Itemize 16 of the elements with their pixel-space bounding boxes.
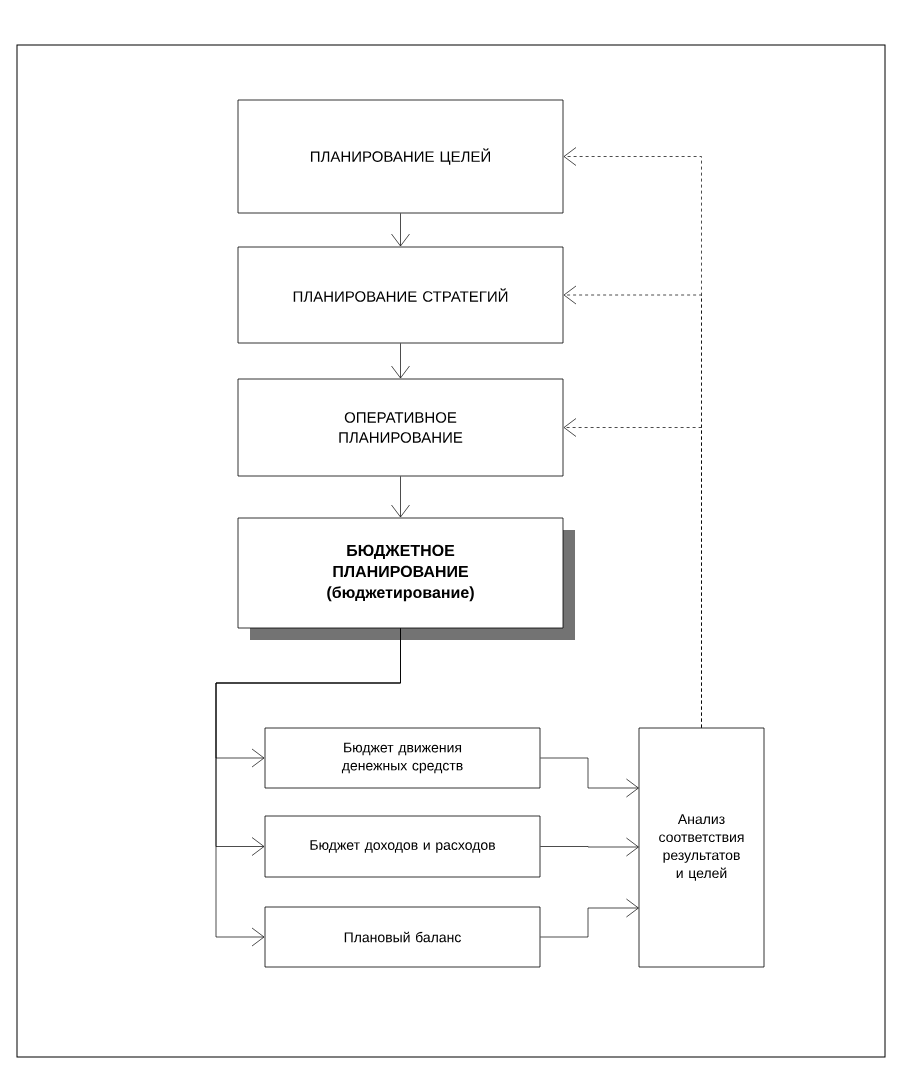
process-box: БЮДЖЕТНОЕ ПЛАНИРОВАНИЕ (бюджетирование) bbox=[237, 517, 575, 640]
arrow bbox=[540, 837, 639, 857]
arrow bbox=[215, 628, 401, 947]
process-box: ПЛАНИРОВАНИЕ ЦЕЛЕЙ bbox=[237, 99, 564, 214]
process-box: ПЛАНИРОВАНИЕ СТРАТЕГИЙ bbox=[237, 246, 564, 344]
arrow bbox=[563, 418, 702, 728]
arrow bbox=[540, 757, 639, 798]
process-box: Бюджет движения денежных средств bbox=[264, 727, 541, 789]
arrow bbox=[391, 343, 410, 379]
process-box: Бюджет доходов и расходов bbox=[264, 815, 541, 878]
process-box: ОПЕРАТИВНОЕ ПЛАНИРОВАНИЕ bbox=[237, 378, 564, 477]
process-box: Плановый баланс bbox=[264, 906, 541, 968]
process-box: Анализ соответствия результатов и целей bbox=[638, 727, 765, 968]
arrow bbox=[391, 213, 410, 247]
arrow bbox=[391, 476, 410, 518]
arrow bbox=[540, 898, 639, 938]
